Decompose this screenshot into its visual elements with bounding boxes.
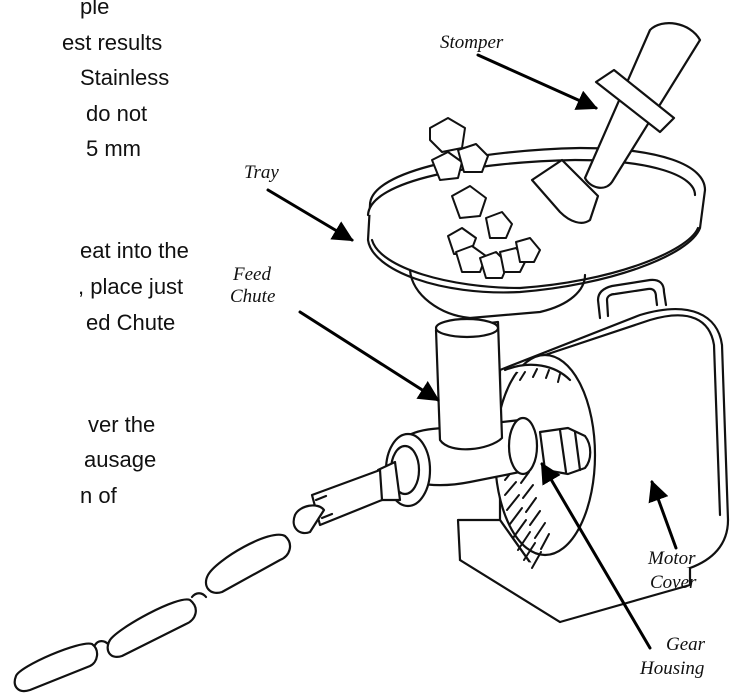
- body-text-line: ver the: [88, 412, 156, 437]
- body-text-line: ausage: [84, 447, 157, 472]
- body-text-line: n of: [80, 483, 117, 508]
- body-text-line: 5 mm: [86, 136, 141, 161]
- body-text-line: Stainless: [80, 65, 170, 90]
- body-text-line: , place just: [78, 274, 184, 299]
- stomper: [530, 22, 702, 224]
- sausages: [13, 504, 326, 693]
- body-text-line: ed Chute: [86, 310, 176, 335]
- motor-cover-label-line1: Motor: [648, 548, 696, 569]
- gear-housing-label-line2: Housing: [640, 658, 705, 679]
- feed-chute-label-line2: Chute: [230, 286, 276, 307]
- feed-chute: [434, 317, 504, 451]
- feed-chute-label-line1: Feed: [233, 264, 271, 285]
- meat-chunks: [429, 117, 541, 279]
- body-text-line: do not: [86, 101, 148, 126]
- body-text-line: eat into the: [80, 238, 189, 263]
- body-text-line: est results: [62, 30, 163, 55]
- stomper-label: Stomper: [440, 32, 504, 53]
- stuffing-tube: [310, 460, 402, 527]
- body-text-line: ple: [80, 0, 110, 19]
- motor-cover-label-line2: Cover: [650, 572, 697, 593]
- label-arrows: [266, 53, 678, 650]
- gear-housing-label-line1: Gear: [666, 634, 706, 655]
- tray-label: Tray: [244, 162, 279, 183]
